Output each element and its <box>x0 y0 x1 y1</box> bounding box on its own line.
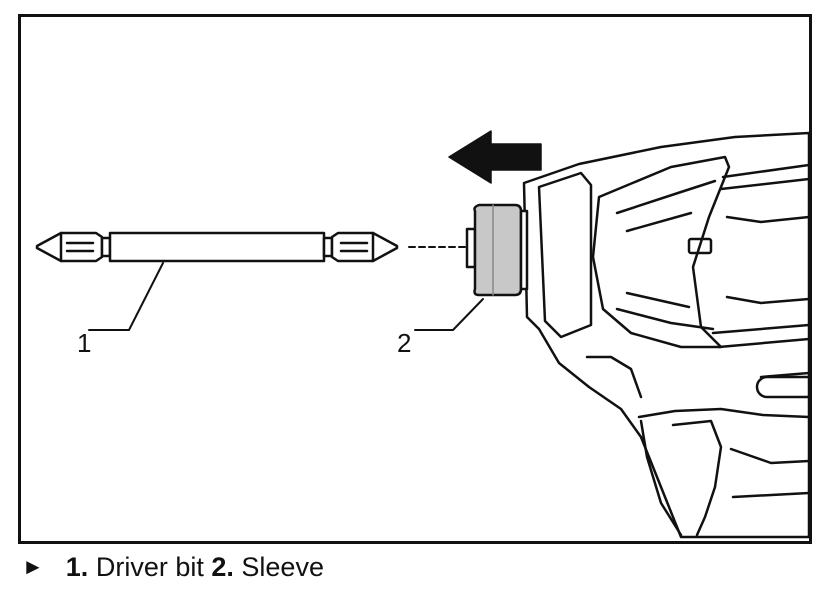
sleeve-illustration <box>465 203 529 297</box>
callout-number-1: 1 <box>77 328 92 358</box>
figure-frame: 1 2 <box>18 14 812 544</box>
caption-marker: ► <box>22 554 44 579</box>
callout-2-leader <box>414 298 484 331</box>
direction-arrow <box>448 130 542 184</box>
callout-1-leader <box>88 262 164 331</box>
caption-item1-label: Driver bit <box>95 552 204 582</box>
caption-item1-number: 1. <box>65 552 89 582</box>
caption-item2-label: Sleeve <box>241 552 324 582</box>
driver-bit-illustration <box>35 231 399 263</box>
illustration <box>35 130 809 539</box>
figure-caption: ► 1. Driver bit 2. Sleeve <box>22 551 324 585</box>
callout-number-2: 2 <box>397 328 412 358</box>
impact-driver-illustration <box>522 131 809 539</box>
caption-item2-number: 2. <box>211 552 234 582</box>
